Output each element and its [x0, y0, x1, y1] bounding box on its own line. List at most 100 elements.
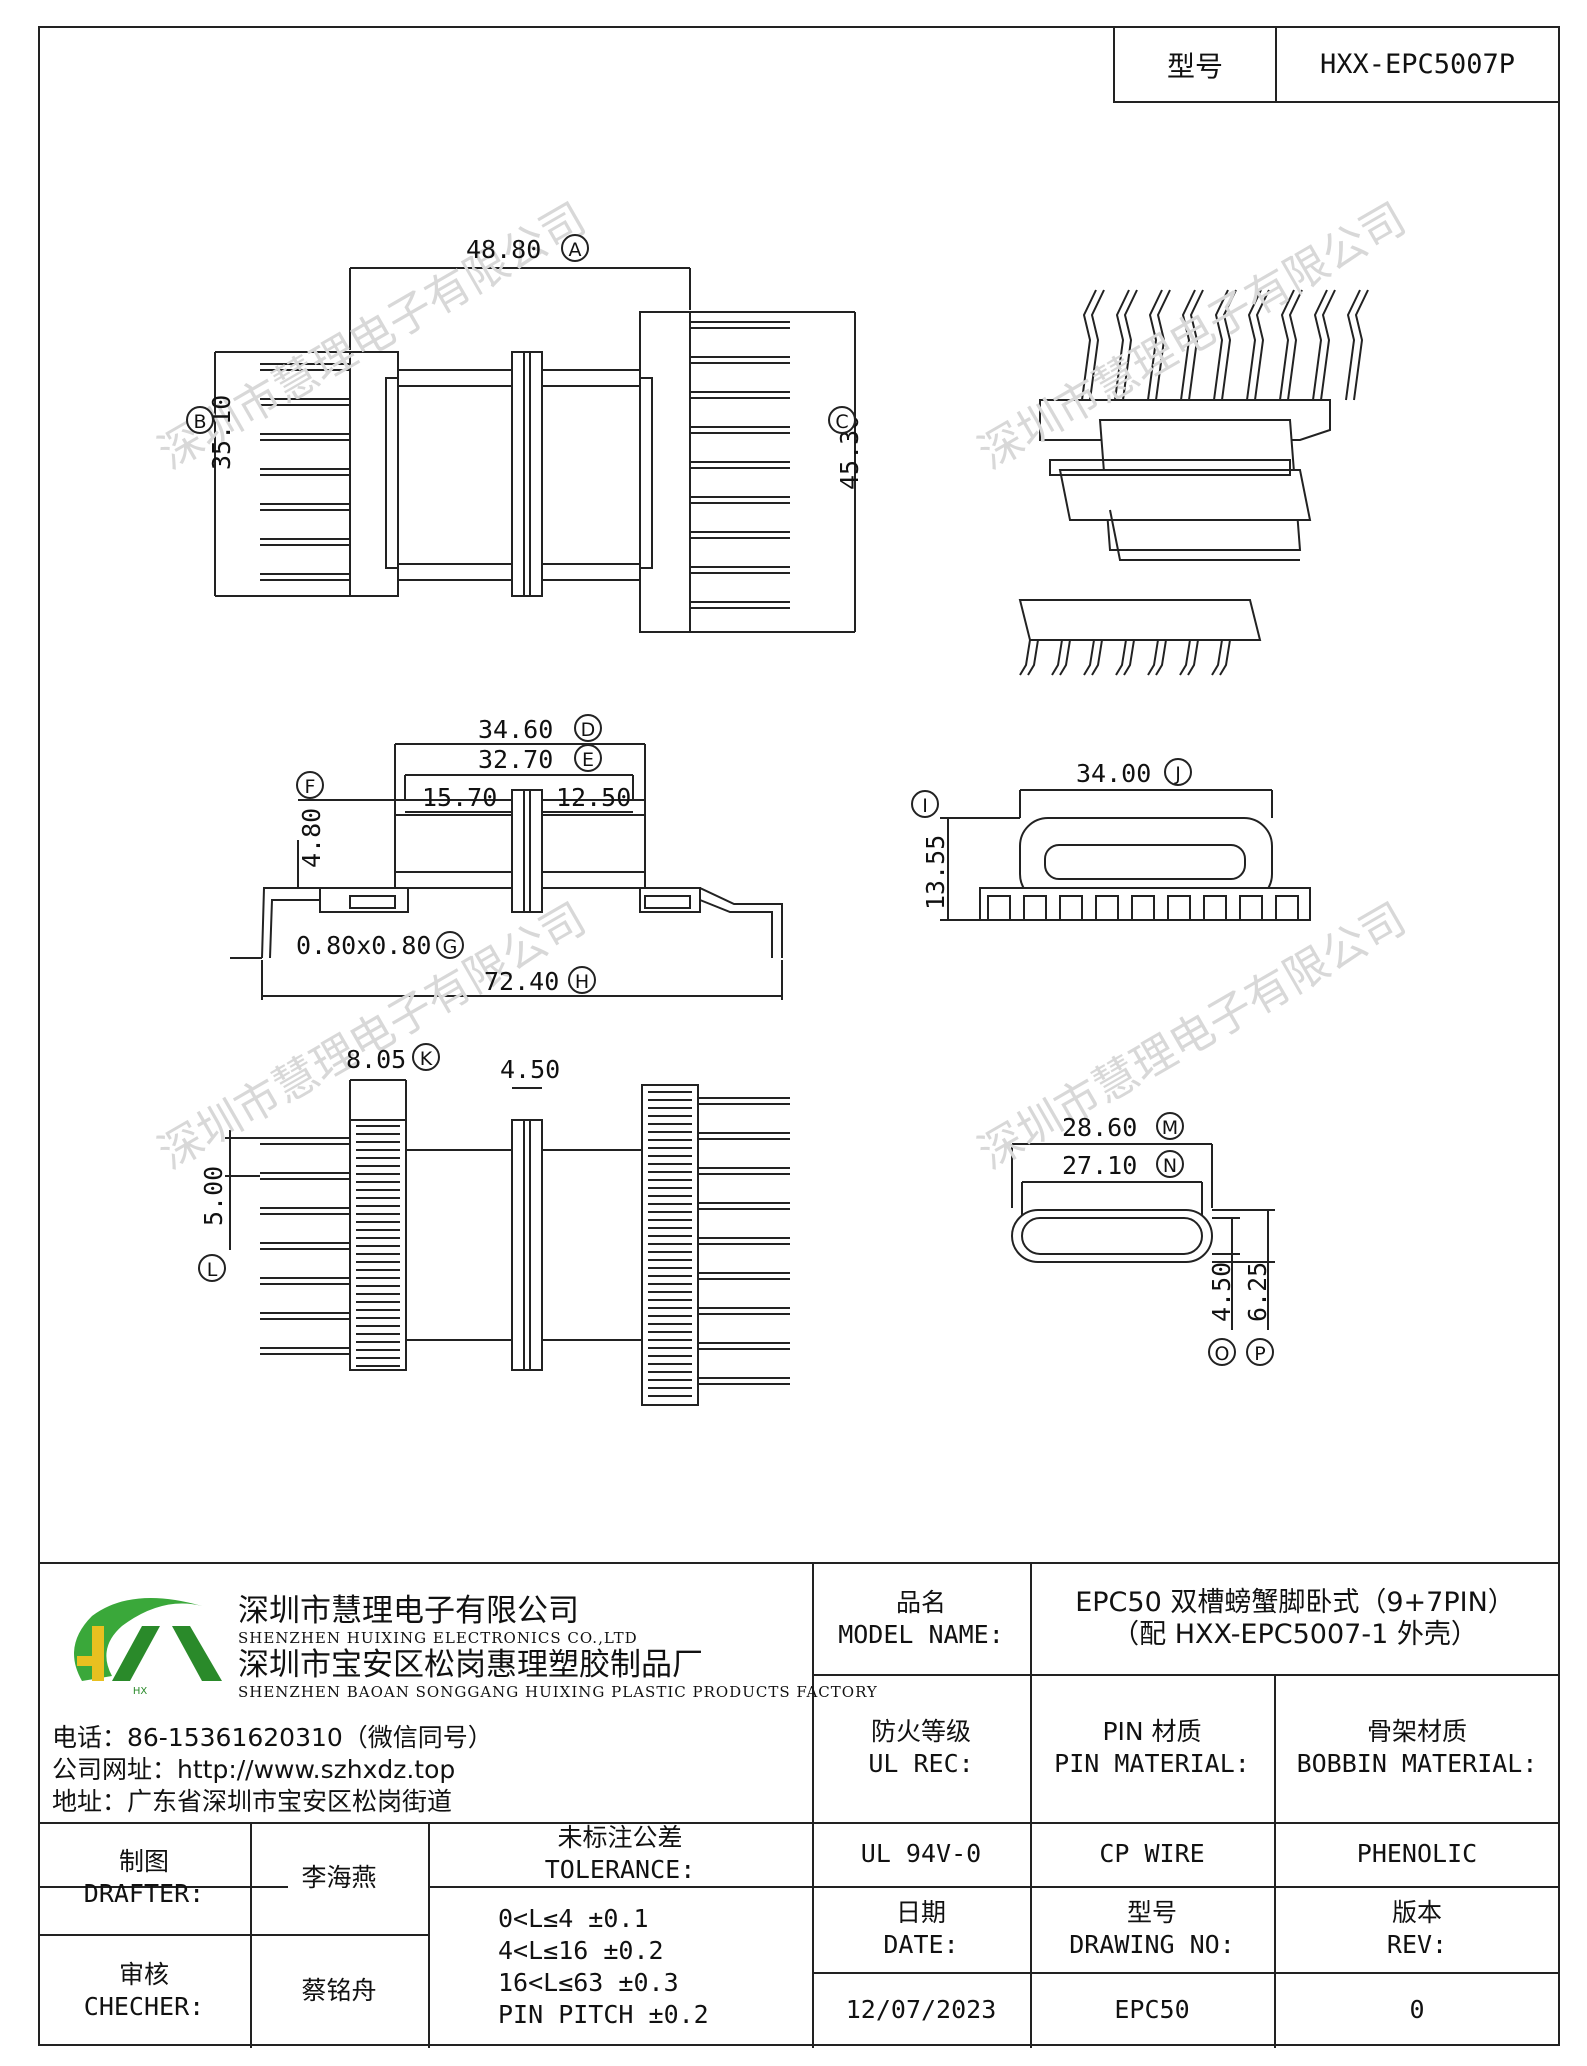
pin-material-value: CP WIRE: [1099, 1839, 1205, 1868]
iso-pin: [1155, 639, 1167, 676]
svg-text:O: O: [1215, 1343, 1230, 1365]
svg-text:D: D: [581, 719, 596, 741]
dim-d-value: 34.60: [478, 715, 553, 744]
dim-j-value: 34.00: [1076, 759, 1151, 788]
dim-h-value: 72.40: [484, 967, 559, 996]
iso-pin: [1019, 639, 1031, 676]
iso-pin: [1211, 639, 1223, 676]
iso-pin: [1147, 289, 1163, 401]
slot-outline: [1275, 895, 1299, 920]
factory-name-cn: 深圳市宝安区松岗惠理塑胶制品厂: [238, 1647, 703, 1683]
iso-pin: [1081, 289, 1097, 401]
slot-outline: [1023, 895, 1047, 920]
iso-pin: [1312, 289, 1328, 401]
dim-h-marker: H: [568, 966, 596, 994]
slot-outline: [1167, 895, 1191, 920]
watermark-group: 深圳市慧理电子有限公司 深圳市慧理电子有限公司 深圳市慧理电子有限公司 深圳市慧…: [150, 193, 1415, 1179]
end-view: [940, 789, 1311, 921]
address-text: 地址：广东省深圳市宝安区松岗街道: [52, 1787, 453, 1816]
model-name-label: 品名 MODEL NAME:: [838, 1588, 1004, 1649]
svg-text:A: A: [569, 239, 582, 261]
iso-pin: [1122, 289, 1138, 401]
slot-outline: [1131, 895, 1155, 920]
model-label: 型号: [1115, 28, 1277, 101]
iso-pin: [1091, 639, 1103, 676]
dim-d-marker: D: [574, 714, 602, 742]
dim-i-value: 13.55: [921, 835, 950, 910]
dim-o-marker: O: [1208, 1338, 1236, 1366]
bobbin-material-value: PHENOLIC: [1356, 1839, 1478, 1868]
iso-pin: [1353, 289, 1369, 401]
tolerance-row: 0<L≤4 ±0.1: [498, 1904, 649, 1933]
svg-text:H: H: [575, 971, 589, 993]
drawing-sheet: [38, 26, 1560, 2046]
model-name-value: EPC50 双槽螃蟹脚卧式（9+7PIN） （配 HXX-EPC5007-1 外…: [1075, 1587, 1515, 1650]
iso-pin: [1155, 289, 1171, 401]
drawing-no-value: EPC50: [1114, 1995, 1190, 2024]
svg-text:I: I: [922, 795, 928, 817]
dim-p-marker: P: [1246, 1338, 1274, 1366]
iso-pin: [1115, 639, 1127, 676]
tolerance-row: PIN PITCH ±0.2: [498, 2000, 709, 2029]
date-value: 12/07/2023: [845, 1995, 997, 2024]
dim-k-value: 8.05: [346, 1045, 406, 1074]
iso-pin: [1320, 289, 1336, 401]
svg-text:E: E: [582, 749, 594, 771]
slot-outline: [1059, 895, 1083, 920]
dim-n-marker: N: [1156, 1150, 1184, 1178]
iso-pin: [1180, 289, 1196, 401]
iso-pin: [1287, 289, 1303, 401]
slot-outline: [987, 895, 1011, 920]
dim-i-marker: I: [911, 790, 939, 818]
dim-m-value: 28.60: [1062, 1113, 1137, 1142]
svg-text:F: F: [305, 776, 316, 798]
iso-pin: [1083, 639, 1095, 676]
svg-text:B: B: [193, 411, 206, 433]
iso-pin: [1254, 289, 1270, 401]
svg-text:L: L: [207, 1259, 218, 1281]
checker-value: 蔡铭舟: [301, 1976, 377, 2005]
dim-f-marker: F: [296, 771, 324, 799]
iso-pin: [1213, 289, 1229, 401]
contact-info: 电话：86-15361620310（微信同号） 公司网址：http://www.…: [52, 1722, 493, 1818]
svg-text:M: M: [1162, 1117, 1178, 1139]
dim-mid-value: 4.50: [500, 1055, 560, 1084]
dim-right-slot-value: 12.50: [556, 783, 631, 812]
model-value: HXX-EPC5007P: [1319, 49, 1516, 80]
svg-text:J: J: [1174, 763, 1181, 785]
phone-text: 电话：86-15361620310（微信同号）: [52, 1723, 493, 1752]
company-info: 深圳市慧理电子有限公司 SHENZHEN HUIXING ELECTRONICS…: [238, 1594, 878, 1702]
bottom-view: [225, 1079, 790, 1406]
watermark-text: 深圳市慧理电子有限公司: [970, 893, 1415, 1179]
dim-m-marker: M: [1156, 1112, 1184, 1140]
iso-pin: [1246, 289, 1262, 401]
svg-text:K: K: [420, 1048, 433, 1070]
dim-l-value: 5.00: [199, 1166, 228, 1226]
iso-pin: [1221, 289, 1237, 401]
iso-pin: [1219, 639, 1231, 676]
title-block: HX 深圳市慧理电子有限公司 SHENZHEN HUIXING ELECTRON…: [38, 1562, 1560, 2048]
ul-rec-value: UL 94V-0: [860, 1839, 982, 1868]
dim-a-value: 48.80: [466, 235, 541, 264]
dim-e-marker: E: [574, 744, 602, 772]
dim-k-marker: K: [412, 1043, 440, 1071]
tolerance-row: 16<L≤63 ±0.3: [498, 1968, 679, 1997]
dim-l-marker: L: [198, 1254, 226, 1282]
tolerance-row: 4<L≤16 ±0.2: [498, 1936, 664, 1965]
iso-pin: [1059, 639, 1071, 676]
technical-drawing: 深圳市慧理电子有限公司 深圳市慧理电子有限公司 深圳市慧理电子有限公司 深圳市慧…: [150, 193, 1415, 1406]
iso-pin: [1051, 639, 1063, 676]
dim-g-marker: G: [436, 931, 464, 959]
top-view: [214, 267, 856, 633]
dim-a-marker: A: [561, 234, 589, 262]
slot-outline: [1203, 895, 1227, 920]
website-text: 公司网址：http://www.szhxdz.top: [52, 1755, 456, 1784]
svg-text:HX: HX: [133, 1686, 148, 1696]
